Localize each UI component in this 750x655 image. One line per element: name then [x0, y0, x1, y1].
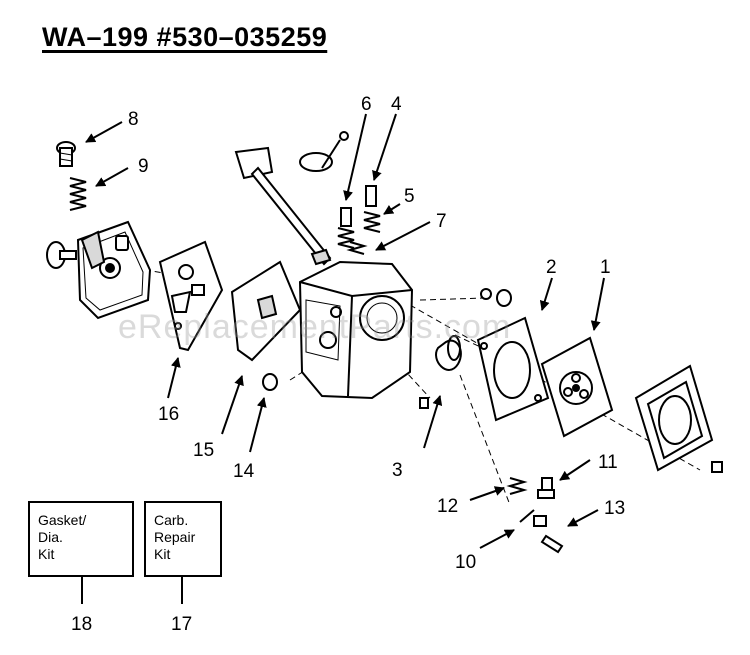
callout-9: 9	[138, 156, 149, 177]
spring-9	[69, 177, 87, 211]
callout-1: 1	[600, 257, 611, 278]
diaphragm-15	[230, 260, 302, 362]
callout-4: 4	[391, 94, 402, 115]
callout-5: 5	[404, 186, 415, 207]
callout-arrows	[85, 113, 605, 549]
gasket-2	[476, 316, 550, 422]
pump-cover	[634, 364, 723, 473]
diaphragm-1	[540, 336, 614, 438]
gasket-diaphragm-kit-box: Gasket/ Dia. Kit	[28, 501, 134, 577]
small-screw	[419, 397, 429, 409]
callout-17: 17	[171, 614, 192, 635]
screw-8	[56, 141, 76, 167]
needles	[337, 185, 381, 255]
inlet-screen-3	[435, 335, 462, 371]
callout-12: 12	[437, 496, 458, 517]
callout-13: 13	[604, 498, 625, 519]
callout-3: 3	[392, 460, 403, 481]
plug-14	[262, 373, 278, 391]
callout-11: 11	[598, 452, 618, 473]
callout-18: 18	[71, 614, 92, 635]
callout-14: 14	[233, 461, 255, 482]
kit-leaders	[81, 576, 183, 604]
callout-6: 6	[361, 94, 372, 115]
diagram-title: WA–199 #530–035259	[42, 22, 328, 52]
cover-plate-assembly	[46, 220, 152, 320]
throttle-shaft	[234, 131, 349, 266]
callout-15: 15	[193, 440, 214, 461]
carb-repair-kit-box: Carb. Repair Kit	[144, 501, 222, 577]
callout-numbers: 8 9 6 4 5 7 2 1 3 11 12 13 10 14 15 16 1…	[71, 94, 625, 635]
callout-7: 7	[436, 211, 447, 232]
callout-10: 10	[455, 552, 476, 573]
fittings	[480, 288, 512, 307]
inlet-needle-parts	[506, 477, 564, 554]
carburetor-body	[298, 260, 414, 400]
callout-8: 8	[128, 109, 139, 130]
callout-16: 16	[158, 404, 179, 425]
gasket-16	[158, 240, 224, 352]
callout-2: 2	[546, 257, 557, 278]
